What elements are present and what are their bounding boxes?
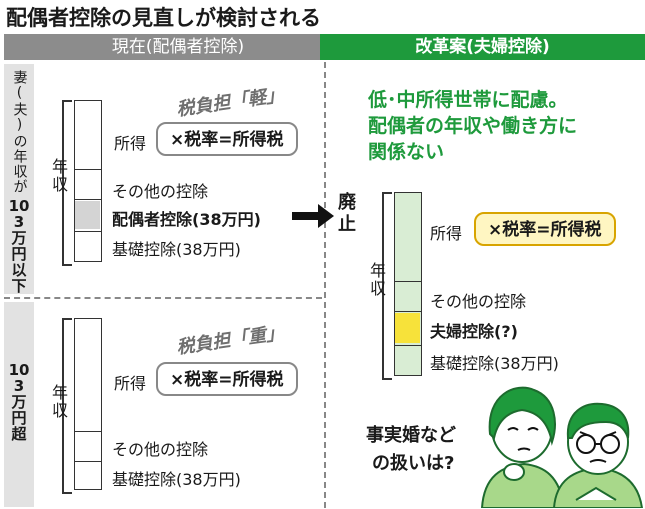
sidebar-high-income: 103万円超 [4, 302, 34, 507]
income-bar-current-low [74, 100, 102, 262]
sidebar-low-income: 妻(夫)の年収が 103万円以下 [4, 64, 34, 294]
income-label: 所得 [114, 374, 147, 393]
burden-light-label: 税負担「軽」 [175, 84, 286, 121]
bar-divider [75, 169, 101, 170]
reform-headline-2: 配偶者の年収や働き方に [368, 115, 578, 137]
spouse-deduction-block [75, 201, 100, 229]
question-text-1: 事実婚など [366, 425, 456, 446]
vertical-divider [324, 62, 326, 508]
other-deductions-label: その他の控除 [430, 292, 527, 311]
basic-deduction-label: 基礎控除(38万円) [430, 354, 559, 373]
other-deductions-label: その他の控除 [112, 440, 209, 459]
abolish-arrow-icon [292, 204, 334, 228]
bar-divider [75, 461, 101, 462]
couple-deduction-label: 夫婦控除(?) [430, 322, 518, 341]
spouse-deduction-label: 配偶者控除(38万円) [112, 210, 261, 229]
header-current: 現在(配偶者控除) [4, 34, 322, 60]
abolish-label: 廃止 [338, 192, 356, 235]
page-title: 配偶者控除の見直しが検討される [6, 6, 321, 30]
income-label: 所得 [114, 134, 147, 153]
sidebar-threshold-low: 103万円以下 [8, 197, 30, 295]
bar-divider [75, 231, 101, 232]
income-bracket [62, 100, 72, 266]
tax-formula-pill: ×税率=所得税 [156, 122, 298, 156]
horizontal-divider [4, 297, 322, 299]
basic-deduction-label: 基礎控除(38万円) [112, 470, 241, 489]
header-reform: 改革案(夫婦控除) [320, 34, 645, 60]
man-figure-icon [552, 402, 644, 508]
income-label: 所得 [430, 224, 463, 243]
income-bar-reform [394, 192, 422, 376]
reform-headline-3: 関係ない [368, 141, 445, 163]
income-bar-current-high [74, 318, 102, 490]
income-bracket [382, 192, 392, 380]
annual-income-label: 年収 [49, 384, 68, 420]
basic-deduction-label: 基礎控除(38万円) [112, 240, 241, 259]
sidebar-threshold-high: 103万円超 [8, 361, 30, 443]
couple-illustration [480, 386, 644, 508]
burden-heavy-label: 税負担「重」 [175, 322, 286, 359]
annual-income-label: 年収 [367, 262, 386, 298]
bar-divider [395, 311, 421, 312]
annual-income-label: 年収 [49, 158, 68, 194]
bar-divider [395, 345, 421, 346]
bar-divider [75, 199, 101, 200]
bar-divider [75, 431, 101, 432]
reform-headline-1: 低･中所得世帯に配慮。 [368, 89, 568, 111]
income-bracket [62, 318, 72, 494]
tax-formula-pill: ×税率=所得税 [474, 212, 616, 246]
sidebar-condition-text: 妻(夫)の年収が [11, 70, 28, 194]
woman-figure-icon [480, 386, 566, 508]
bar-divider [395, 281, 421, 282]
tax-formula-pill: ×税率=所得税 [156, 362, 298, 396]
couple-deduction-block [395, 313, 420, 343]
question-text-2: の扱いは? [372, 453, 455, 474]
other-deductions-label: その他の控除 [112, 182, 209, 201]
